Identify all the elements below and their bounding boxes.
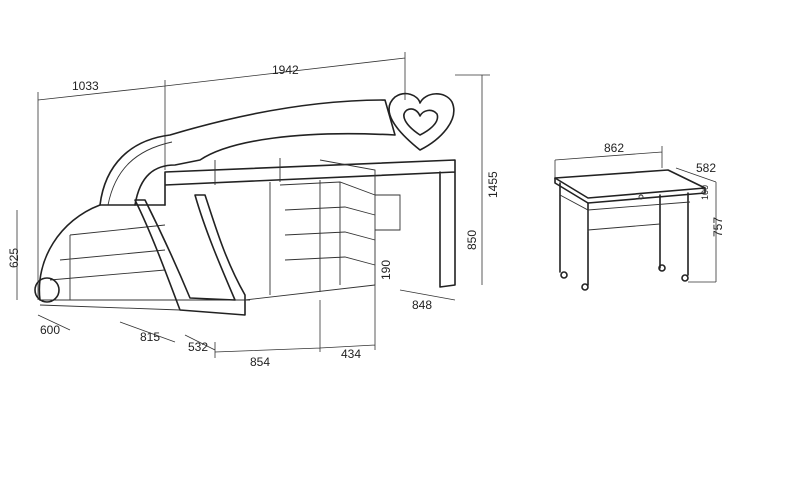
dimension-labels: 1033 1942 1455 850 625 190 848 600 815 5… (7, 63, 725, 369)
dim-desk-height: 757 (711, 217, 725, 237)
dim-desk-drawer-height: 100 (700, 185, 710, 200)
dim-top-length: 1942 (272, 63, 299, 77)
desk-drawing (554, 146, 717, 291)
dim-drawer-height: 190 (379, 260, 393, 280)
dim-shelf-length: 434 (341, 347, 361, 361)
dim-slide-width: 532 (188, 340, 208, 354)
dim-stair-height: 625 (7, 248, 21, 268)
dim-stair-width: 600 (40, 323, 60, 337)
dim-desk-height: 850 (465, 230, 479, 250)
dim-stair-depth: 815 (140, 330, 160, 344)
loft-bed-drawing (16, 52, 490, 358)
dim-depth: 848 (412, 298, 432, 312)
dim-cabinet-length: 854 (250, 355, 270, 369)
dim-desk-depth: 582 (696, 161, 716, 175)
dim-total-height: 1455 (486, 171, 500, 198)
dim-desk-width: 862 (604, 141, 624, 155)
dim-top-left-length: 1033 (72, 79, 99, 93)
